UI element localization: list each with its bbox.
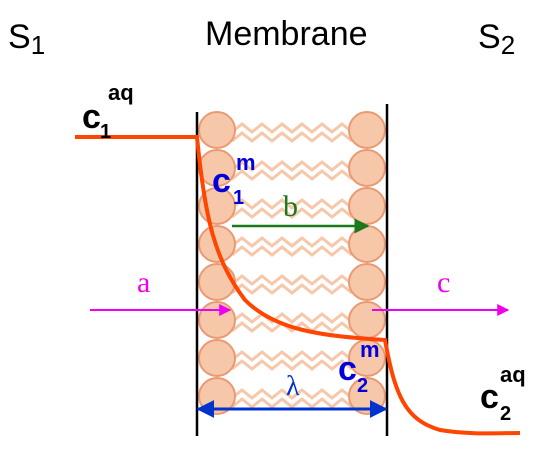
label-c2-m: c m 2 xyxy=(338,337,380,397)
lipid-head xyxy=(348,149,386,187)
lipid-head xyxy=(198,111,236,149)
svg-text:m: m xyxy=(236,150,256,175)
svg-text:aq: aq xyxy=(500,362,526,387)
svg-text:c: c xyxy=(212,162,231,200)
lipid-head xyxy=(348,301,386,339)
lipid-head xyxy=(348,111,386,149)
lipid-tail xyxy=(281,236,353,248)
lipid-tail xyxy=(281,321,353,333)
lipid-tail xyxy=(281,388,353,400)
lipid-tail xyxy=(281,312,353,324)
lipid-tail xyxy=(281,350,353,362)
lipid-tail xyxy=(281,359,353,371)
lipid-tail xyxy=(281,283,353,295)
lipid-tail xyxy=(281,274,353,286)
lipid-head xyxy=(348,187,386,225)
arrow-label-lambda: λ xyxy=(286,371,300,402)
lipid-tail xyxy=(281,131,353,143)
label-c1-m: c m 1 xyxy=(212,150,256,209)
svg-text:c: c xyxy=(82,98,101,136)
svg-text:aq: aq xyxy=(108,80,134,105)
lipid-tail xyxy=(281,198,353,210)
region-label-s2: S2 xyxy=(478,18,515,60)
svg-text:c: c xyxy=(480,378,499,416)
region-label-membrane: Membrane xyxy=(205,15,368,53)
svg-text:c: c xyxy=(338,350,357,388)
svg-text:1: 1 xyxy=(100,121,111,143)
arrow-label-b: b xyxy=(283,190,298,223)
lipid-tail xyxy=(281,169,353,181)
lipid-head xyxy=(198,301,236,339)
svg-text:m: m xyxy=(360,337,380,362)
region-label-s1: S1 xyxy=(8,18,45,60)
lipid-head xyxy=(348,225,386,263)
arrow-label-c: c xyxy=(437,266,450,299)
label-c2-aq: c aq 2 xyxy=(480,362,526,425)
svg-text:2: 2 xyxy=(357,375,368,397)
lipid-head xyxy=(198,339,236,377)
lipid-tail xyxy=(281,160,353,172)
lipid-bilayer xyxy=(198,111,386,415)
svg-text:2: 2 xyxy=(500,403,511,425)
svg-text:1: 1 xyxy=(233,187,244,209)
concentration-profile xyxy=(75,135,521,436)
arrow-label-a: a xyxy=(137,266,150,299)
lipid-tail xyxy=(281,207,353,219)
lipid-tail xyxy=(281,122,353,134)
lipid-head xyxy=(198,263,236,301)
label-c1-aq: c aq 1 xyxy=(82,80,134,143)
lipid-head xyxy=(348,263,386,301)
lipid-tail xyxy=(281,245,353,257)
